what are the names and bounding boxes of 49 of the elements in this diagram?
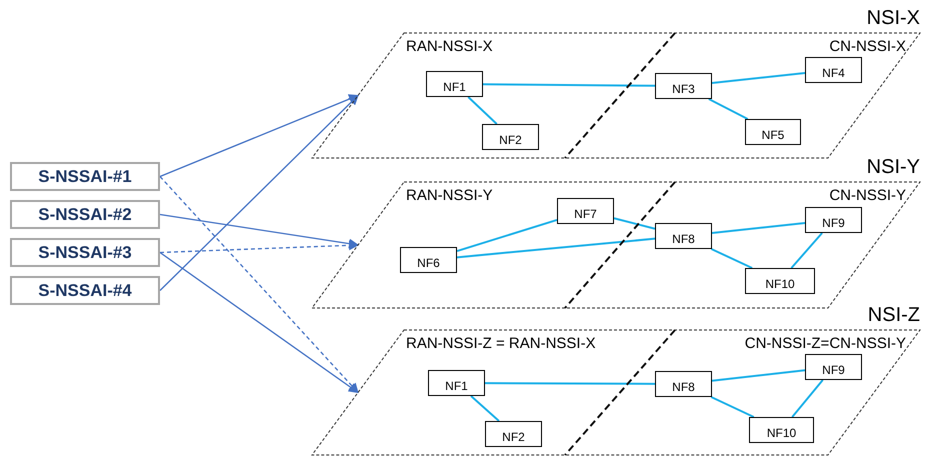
network-function-box: NF7 — [557, 198, 614, 224]
arrow — [160, 94, 359, 291]
network-function-box: NF9 — [805, 207, 862, 233]
connector-line — [483, 83, 655, 87]
connector-line — [791, 379, 824, 418]
network-function-box: NF10 — [749, 417, 814, 443]
network-function-box: NF2 — [482, 124, 539, 150]
arrow — [160, 252, 359, 394]
connector-line — [712, 72, 806, 84]
connector-line — [485, 382, 655, 385]
slice-title: NSI-Y — [866, 155, 920, 179]
network-function-box: NF4 — [805, 57, 862, 83]
region-label: RAN-NSSI-Y — [406, 186, 493, 206]
slice-id-box: S-NSSAI-#2 — [10, 200, 160, 229]
arrow — [160, 214, 359, 249]
connector-line — [614, 217, 656, 230]
network-function-box: NF9 — [805, 354, 862, 380]
arrow — [160, 94, 359, 178]
slice-id-box: S-NSSAI-#4 — [10, 276, 160, 305]
network-function-box: NF3 — [655, 73, 712, 99]
slice-id-box: S-NSSAI-#3 — [10, 238, 160, 267]
network-function-box: NF1 — [428, 370, 485, 396]
network-function-box: NF5 — [745, 119, 801, 145]
network-function-box: NF8 — [655, 371, 712, 397]
connector-line — [710, 248, 753, 269]
connector-line — [790, 232, 823, 269]
connector-line — [456, 238, 656, 258]
arrow — [160, 240, 359, 254]
connector-line — [470, 395, 500, 422]
slice-id-box: S-NSSAI-#1 — [10, 162, 160, 191]
arrow — [160, 176, 359, 394]
network-function-box: NF6 — [400, 247, 457, 273]
network-function-box: NF10 — [745, 268, 815, 294]
connector-line — [712, 222, 806, 234]
slice-title: NSI-X — [866, 6, 920, 30]
region-label: CN-NSSI-Y — [829, 186, 906, 206]
connector-line — [468, 96, 498, 125]
slice-title: NSI-Z — [868, 303, 920, 327]
network-function-box: NF1 — [426, 71, 483, 97]
region-label: CN-NSSI-Z=CN-NSSI-Y — [744, 334, 906, 354]
region-label: RAN-NSSI-Z = RAN-NSSI-X — [406, 334, 596, 354]
connector-line — [708, 98, 748, 120]
network-function-box: NF8 — [655, 223, 712, 249]
region-label: CN-NSSI-X — [829, 37, 906, 57]
connector-line — [710, 396, 754, 418]
connector-line — [712, 369, 806, 382]
network-function-box: NF2 — [485, 421, 542, 447]
connector-line — [456, 218, 558, 252]
region-label: RAN-NSSI-X — [406, 37, 493, 57]
